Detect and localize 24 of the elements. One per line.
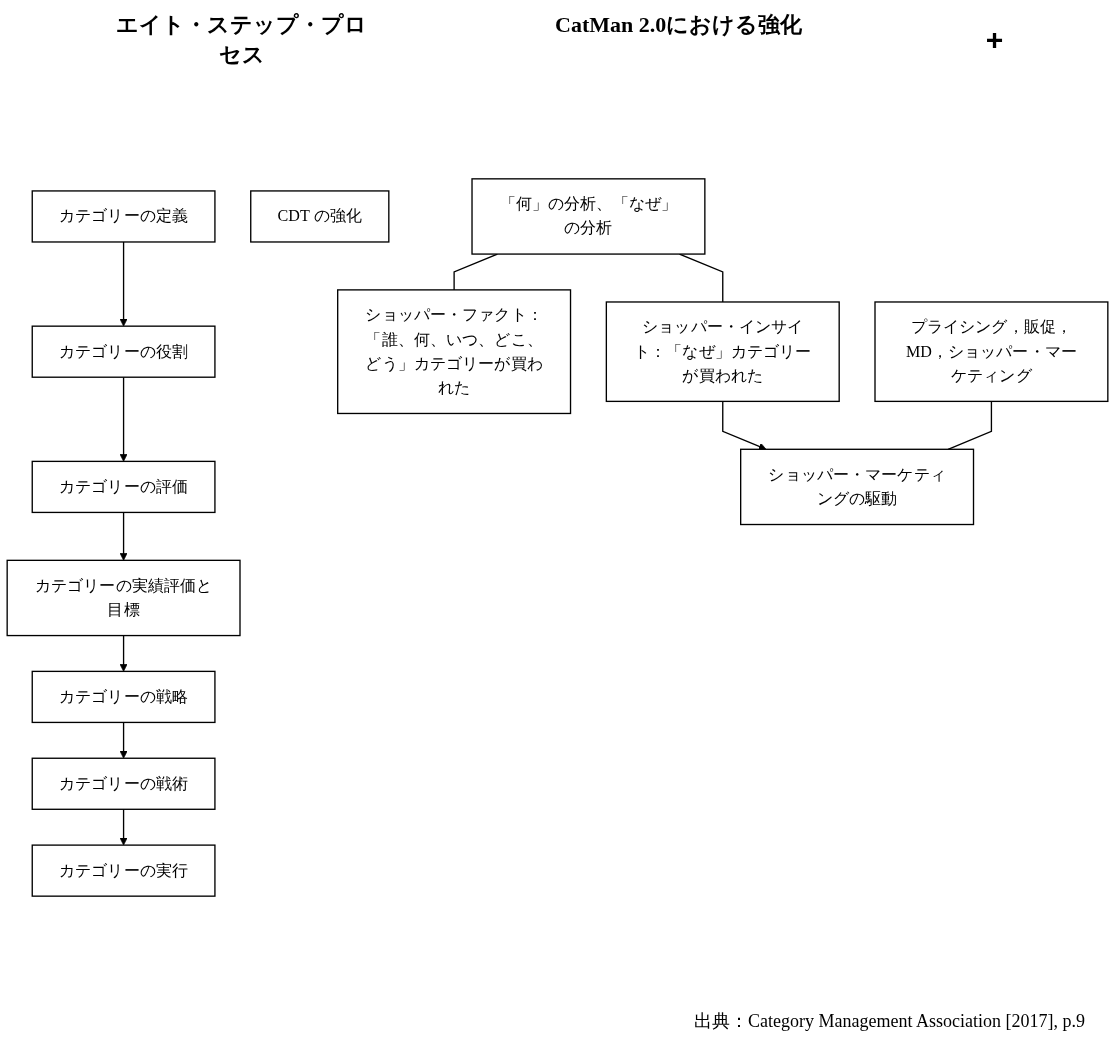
arrow [119, 634, 128, 672]
node-box: カテゴリーの戦略 [31, 670, 216, 724]
node-box: カテゴリーの実績評価と目標 [6, 559, 241, 637]
source-caption: 出典：Category Management Association [2017], p.9 [694, 1011, 1085, 1031]
node-box: ショッパー・マーケティングの駆動 [740, 448, 975, 526]
arrow [119, 511, 128, 561]
node-box: カテゴリーの定義 [31, 190, 216, 243]
arrow [119, 808, 128, 846]
arrow [722, 400, 767, 451]
plus-sign: + [985, 23, 1004, 57]
arrow [119, 241, 128, 327]
node-box: カテゴリーの戦術 [31, 757, 216, 810]
arrow [119, 376, 128, 462]
node-box: 「何」の分析、「なぜ」の分析 [471, 178, 706, 255]
node-box: カテゴリーの実行 [31, 844, 216, 897]
column-heading: エイト・ステップ・プロセス [115, 11, 369, 69]
node-box: カテゴリーの評価 [31, 460, 216, 514]
column-heading: CatMan 2.0における強化 [555, 11, 803, 39]
arrow [119, 721, 128, 759]
node-box: ショッパー・ファクト：「誰、何、いつ、どこ、どう」カテゴリーが買われた [337, 289, 572, 415]
node-box: ショッパー・インサイト：「なぜ」カテゴリーが買われた [605, 301, 840, 403]
node-box: カテゴリーの役割 [31, 325, 216, 378]
node-box: CDT の強化 [250, 190, 390, 243]
node-box: プライシング，販促，MD，ショッパー・マーケティング [874, 301, 1109, 403]
